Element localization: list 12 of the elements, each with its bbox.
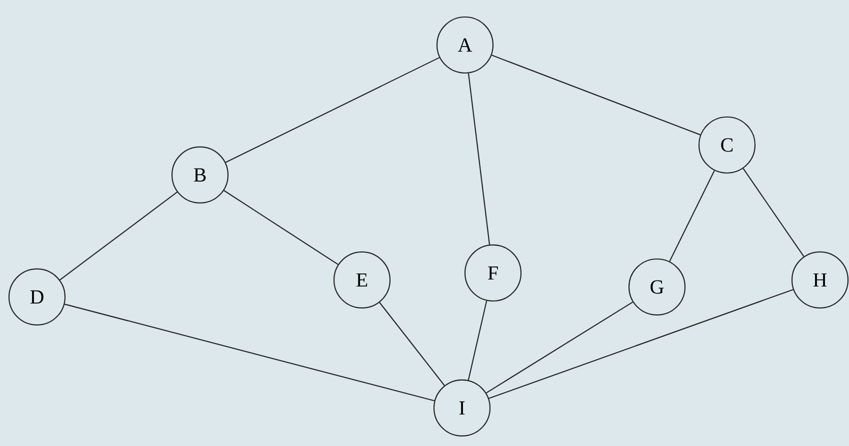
connector-line bbox=[225, 57, 440, 163]
connector-line bbox=[742, 168, 804, 257]
connector-line bbox=[379, 302, 445, 386]
connector-line bbox=[468, 300, 488, 380]
connector-line bbox=[486, 302, 634, 394]
connector-line bbox=[491, 54, 701, 136]
connector-line bbox=[60, 192, 178, 280]
connector-line bbox=[669, 170, 715, 262]
connector-line bbox=[64, 304, 435, 402]
connector-line bbox=[468, 73, 490, 245]
connector-line bbox=[488, 289, 794, 399]
connector-line bbox=[224, 190, 338, 265]
